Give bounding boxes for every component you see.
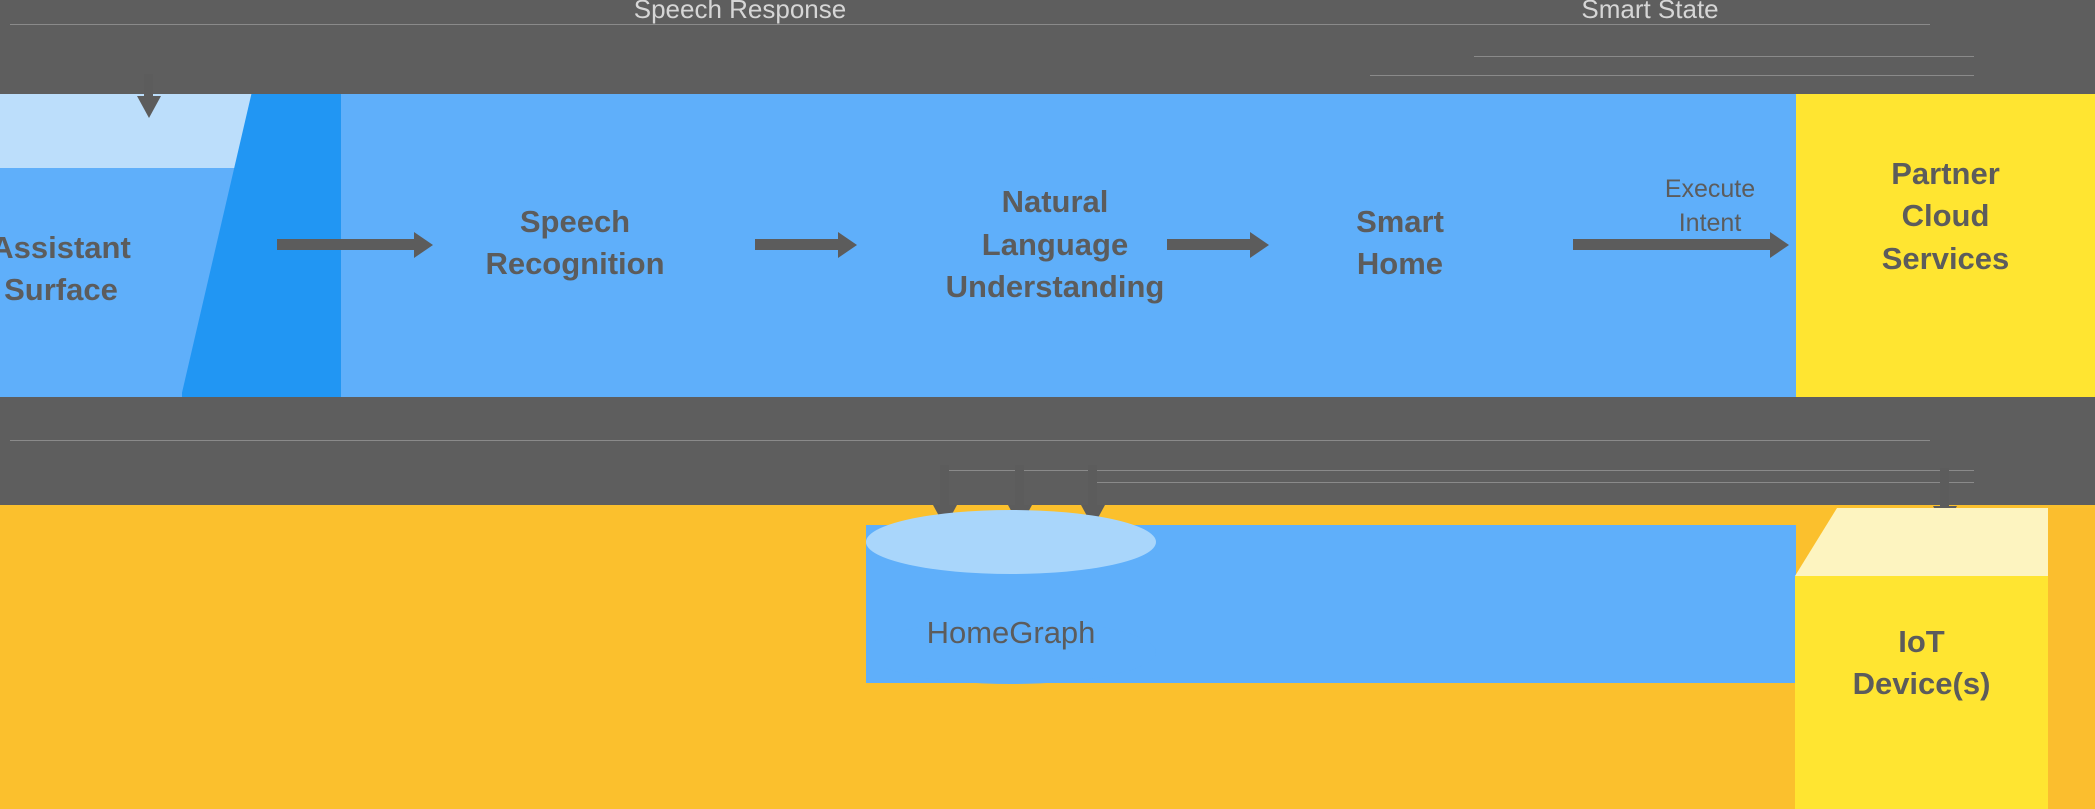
mid-rule-right-2 — [940, 470, 1974, 471]
iot-devices-front-face — [1795, 576, 2048, 809]
iot-devices-top-face — [1795, 508, 2095, 576]
assistant-surface-front-face — [0, 168, 182, 397]
arrow-smart-home-to-partner-cloud — [1573, 239, 1773, 250]
partner-cloud-services-label: Partner Cloud Services — [1881, 155, 2010, 276]
caption-speech-response: Speech Response — [633, 0, 847, 24]
arrow-into-assistant-surface — [144, 74, 153, 98]
arrow-to-homegraph-1 — [940, 465, 949, 507]
node-smart-home[interactable]: Smart Home — [1356, 203, 1444, 281]
caption-rule-top-left — [10, 24, 1930, 25]
arrow-speech-to-nlu — [755, 239, 841, 250]
homegraph-cylinder-bottom — [866, 620, 1156, 684]
caption-rule-top-right-2 — [1370, 75, 1974, 76]
edge-label-intent: Intent — [1678, 209, 1742, 238]
arrow-nlu-to-smart-home — [1167, 239, 1253, 250]
node-home-graph[interactable]: HomeGraph — [866, 510, 1156, 684]
iot-devices-side-face — [2048, 508, 2095, 809]
mid-rule-left — [10, 440, 1930, 441]
arrow-assistant-to-speech — [277, 239, 417, 250]
edge-label-execute: Execute — [1664, 175, 1756, 204]
homegraph-label: HomeGraph — [926, 615, 1096, 650]
homegraph-cylinder-top — [866, 510, 1156, 574]
arrow-to-homegraph-3 — [1088, 465, 1097, 507]
assistant-surface-label: Assistant Surface — [0, 229, 131, 307]
arrow-to-iot-device — [1940, 468, 1949, 508]
node-partner-cloud-services[interactable]: Partner Cloud Services — [1796, 94, 2095, 397]
arrow-to-homegraph-2 — [1015, 465, 1024, 507]
node-iot-devices[interactable]: IoT Device(s) — [1795, 508, 2095, 809]
mid-rule-right — [1090, 482, 1974, 483]
iot-devices-label: IoT Device(s) — [1852, 623, 1991, 701]
caption-smart-state: Smart State — [1581, 0, 1719, 24]
caption-rule-top-right — [1474, 56, 1974, 57]
node-speech-recognition[interactable]: Speech Recognition — [485, 203, 665, 281]
node-natural-language-understanding[interactable]: Natural Language Understanding — [945, 184, 1165, 305]
